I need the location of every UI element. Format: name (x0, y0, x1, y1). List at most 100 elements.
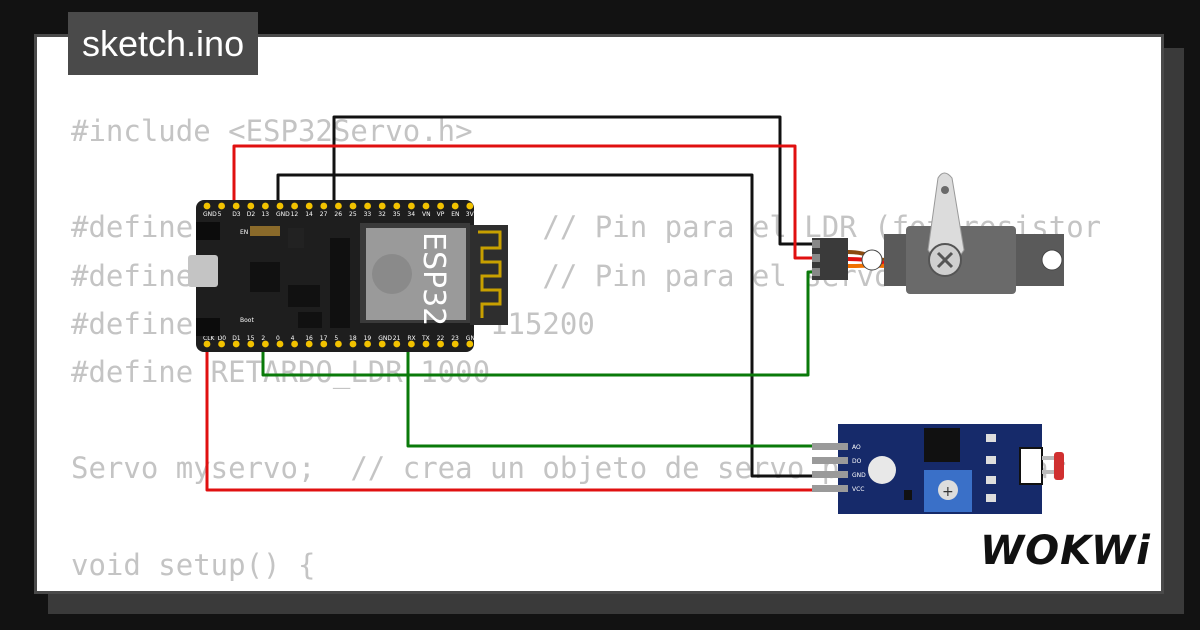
pot-symbol: + (942, 484, 954, 500)
pin-label: D2 (247, 211, 256, 218)
en-button[interactable] (196, 222, 220, 240)
header-pin (378, 202, 386, 210)
pin-label: 0 (276, 335, 280, 342)
header-pin (422, 340, 430, 348)
pin-label: 33 (364, 211, 372, 218)
pin-label: 21 (393, 335, 401, 342)
ldr-pin-do: DO (852, 458, 862, 465)
pin-label: 13 (261, 211, 269, 218)
ldr-module: AO DO GND VCC + (812, 424, 1064, 514)
pin-label: GND (203, 211, 217, 218)
pin-label: 14 (305, 211, 313, 218)
header-pin (378, 340, 386, 348)
pin-label: D0 (218, 335, 227, 342)
pin-label: 16 (305, 335, 313, 342)
pin-label: 32 (378, 211, 386, 218)
boot-button[interactable] (196, 318, 220, 336)
pin-label: 5 (218, 211, 222, 218)
pin-label: EN (451, 211, 459, 218)
header-pin (393, 202, 401, 210)
wokwi-logo: WOKWi (980, 528, 1151, 574)
ldr-pin-ao: AO (852, 444, 861, 451)
pin-label: 15 (247, 335, 255, 342)
pin-label: 12 (291, 211, 299, 218)
header-pin (364, 202, 371, 210)
pin-label: TX (421, 335, 430, 342)
header-pin (218, 340, 226, 348)
header-pin (305, 202, 313, 210)
code-editor-card: #include <ESP32Servo.h> #define // Pin p… (34, 34, 1164, 594)
header-pin (364, 340, 371, 348)
pin-label: 2 (261, 335, 265, 342)
wires (205, 115, 820, 492)
file-tab[interactable]: sketch.ino (68, 12, 259, 75)
usb-port (188, 255, 218, 287)
header-pin (437, 202, 444, 210)
pin-label: RX (407, 335, 415, 342)
pin-label: 22 (437, 335, 445, 342)
pin-label: 26 (334, 211, 342, 218)
header-pin (393, 340, 401, 348)
pin-label: GND (466, 335, 480, 342)
header-pin (232, 202, 240, 210)
pin-label: D3 (232, 211, 241, 218)
pin-label: GND (276, 211, 290, 218)
header-pin (203, 340, 211, 348)
pin-label: 35 (393, 211, 401, 218)
header-pin (276, 202, 284, 210)
header-pin (408, 340, 415, 348)
header-pin (466, 340, 474, 348)
pin-label: CLK (203, 335, 216, 342)
header-pin (320, 340, 328, 348)
header-pin (408, 202, 415, 210)
header-pin (335, 202, 342, 210)
ldr-pins (812, 443, 848, 492)
header-pin (349, 340, 357, 348)
esp32-label: ESP32 (416, 232, 451, 326)
pin-label: 23 (451, 335, 459, 342)
header-pin (218, 202, 226, 210)
en-label: EN (240, 229, 248, 236)
ldr-pin-gnd: GND (852, 472, 866, 479)
wire-black-mid (276, 173, 812, 478)
header-pin (437, 340, 444, 348)
header-pin (232, 340, 240, 348)
header-pin (451, 340, 459, 348)
header-pin (262, 340, 269, 348)
header-pin (247, 340, 255, 348)
pin-label: GND (378, 335, 392, 342)
wire-red-top (232, 144, 812, 260)
pin-label: 34 (407, 211, 415, 218)
header-pin (247, 202, 255, 210)
pin-label: 5 (334, 335, 338, 342)
pin-label: 27 (320, 211, 328, 218)
header-pin (466, 202, 474, 210)
header-pin (422, 202, 430, 210)
header-pin (335, 340, 342, 348)
pin-label: VN (422, 211, 431, 218)
pin-label: 18 (349, 335, 357, 342)
servo-motor (812, 172, 1064, 294)
header-pin (305, 340, 313, 348)
boot-label: Boot (240, 317, 254, 324)
ldr-pin-vcc: VCC (852, 486, 864, 493)
pin-label: 3V3 (466, 211, 478, 218)
pin-label: D1 (232, 335, 241, 342)
pin-label: 4 (291, 335, 295, 342)
pin-label: 19 (364, 335, 372, 342)
header-pin (451, 202, 459, 210)
header-pin (262, 202, 269, 210)
header-pin (320, 202, 328, 210)
header-pin (349, 202, 357, 210)
header-pin (276, 340, 284, 348)
header-pin (291, 202, 298, 210)
pin-label: 17 (320, 335, 328, 342)
header-pin (203, 202, 211, 210)
header-pin (291, 340, 298, 348)
pin-label: 25 (349, 211, 357, 218)
pin-label: VP (437, 211, 445, 218)
